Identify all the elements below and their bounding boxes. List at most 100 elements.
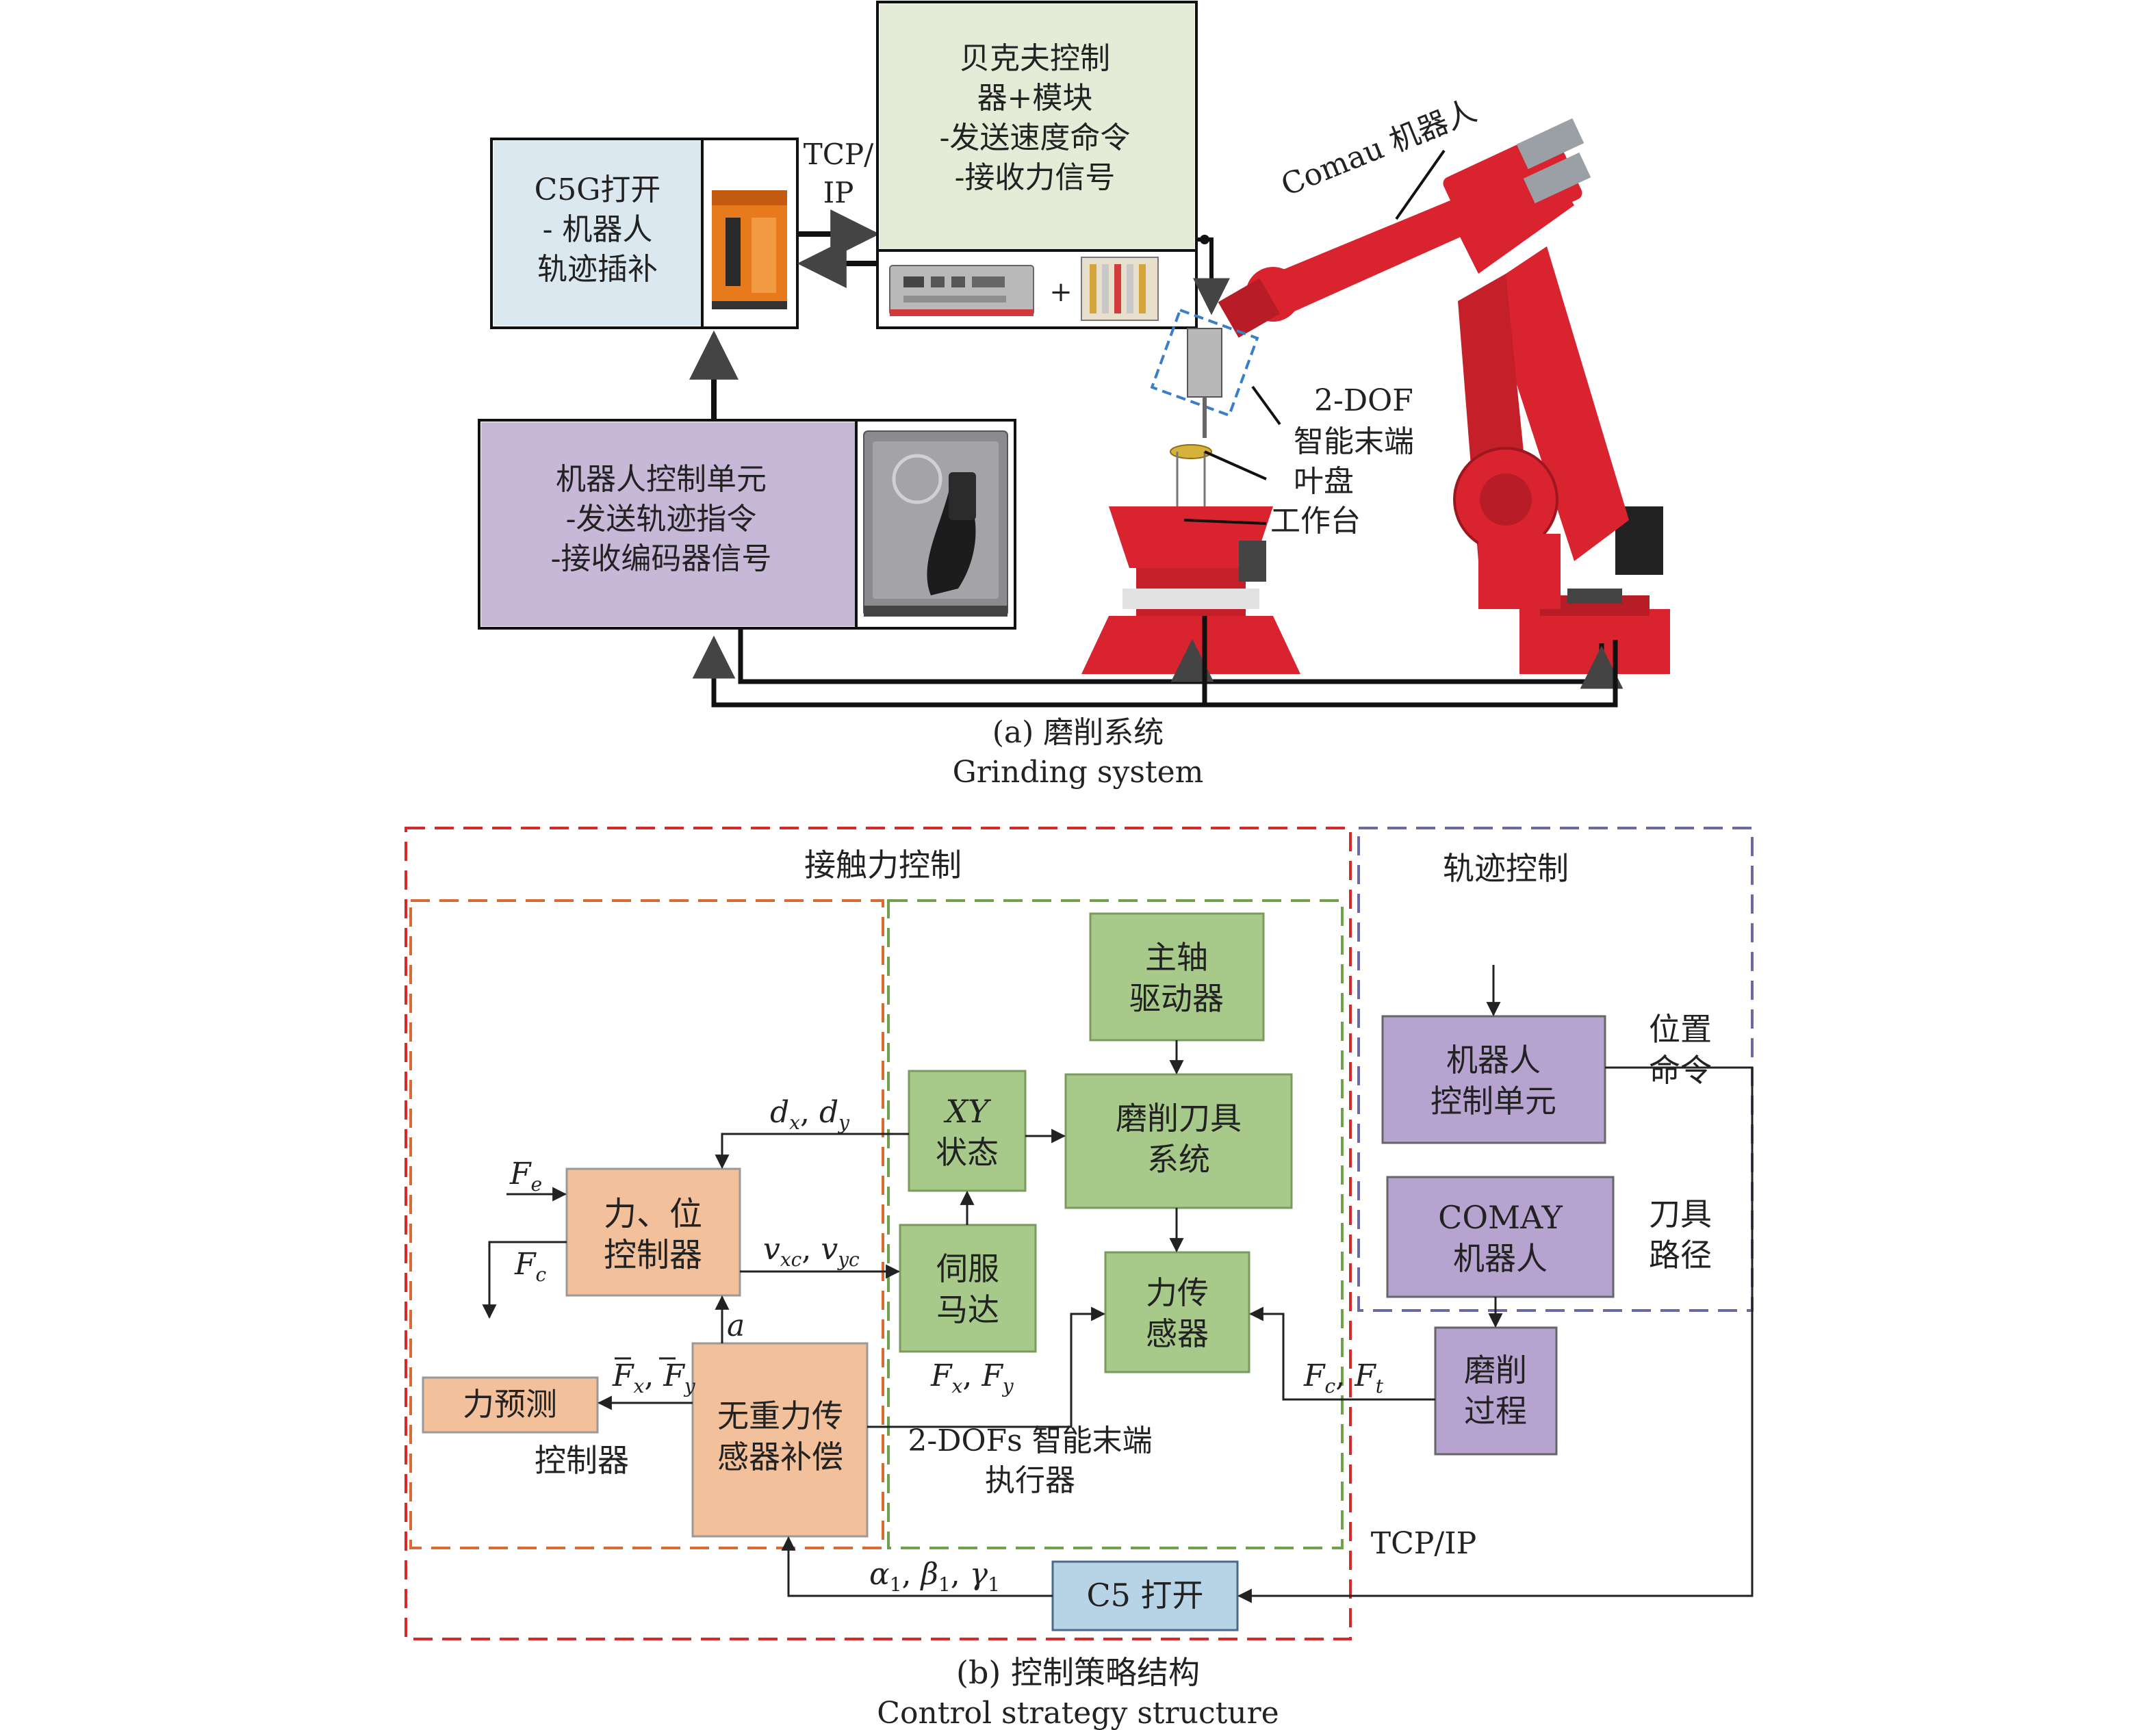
Fx-base: F [930, 1358, 953, 1393]
beckhoff-line-2: 器+模块 [977, 81, 1093, 116]
effector-frame [887, 899, 1344, 1549]
c5-open-block [1051, 1560, 1239, 1631]
end-effector [1150, 308, 1259, 459]
controller-label: 控制器 [535, 1442, 629, 1479]
signal-Fc-Ft: Fc, Ft [1303, 1358, 1384, 1397]
robot-unit-line-2: -发送轨迹指令 [566, 502, 757, 537]
beckhoff-box-fill [880, 4, 1194, 250]
vxcvyc-sep: , [801, 1232, 821, 1267]
position-cmd-line-2: 命令 [1649, 1052, 1712, 1089]
beckhoff-ipc-icon [889, 265, 1034, 316]
signal-Fc-base: F [514, 1247, 537, 1282]
grinding-tool-line-1: 磨削刀具 [1116, 1100, 1242, 1137]
beta-base: β [920, 1557, 938, 1592]
tool-path-line-2: 路径 [1649, 1237, 1712, 1274]
grinding-tool-line-2: 系统 [1147, 1141, 1210, 1178]
grinding-process-line-1: 磨削 [1464, 1352, 1527, 1389]
FcFt-sep: , [1335, 1358, 1355, 1393]
gamma-sub: 1 [988, 1573, 1000, 1596]
part-b: 接触力控制 轨迹控制 力、位 控制器 力预测 控制器 无重力传 感器补偿 XY … [405, 827, 1754, 1730]
controller-frame [409, 899, 884, 1549]
grinding-process-line-2: 过程 [1464, 1393, 1527, 1430]
dx-sub: x [789, 1111, 800, 1134]
xy-state-line-1: XY [943, 1093, 992, 1130]
svg-text:Fx, Fy: Fx, Fy [612, 1358, 696, 1397]
beckhoff-line-3: -发送速度命令 [940, 120, 1131, 155]
servo-block [899, 1224, 1037, 1353]
vxc-base: v [763, 1232, 780, 1267]
signal-alpha-beta-gamma: α1, β1, γ1 [869, 1557, 1000, 1596]
signal-line-2 [692, 616, 1207, 708]
Fx-bar-sub: x [634, 1375, 645, 1397]
servo-line-1: 伺服 [936, 1250, 999, 1287]
effector-line-1: 2-DOFs 智能末端 [908, 1423, 1152, 1458]
part-a: C5G打开 - 机器人 轨迹插补 TCP/ IP 贝克夫控制 器+模块 - [478, 1, 1670, 790]
grinding-process-block [1434, 1326, 1558, 1456]
robot-control-unit-block [1381, 1015, 1606, 1144]
spindle-driver-block [1089, 912, 1265, 1042]
c5g-line-3: 轨迹插补 [537, 252, 658, 287]
robot-unit-b-line-2: 控制单元 [1430, 1083, 1556, 1120]
robot-unit-box: 机器人控制单元 -发送轨迹指令 -接收编码器信号 [478, 419, 1016, 630]
blisk-icon [1170, 444, 1212, 459]
comay-line-1: COMAY [1438, 1199, 1563, 1236]
dy-sub: y [837, 1111, 850, 1134]
effector-line-2: 执行器 [985, 1463, 1075, 1498]
Fc2-base: F [1303, 1358, 1326, 1393]
comay-robot-block [1386, 1176, 1615, 1298]
caption-b-en: Control strategy structure [877, 1696, 1279, 1730]
robot-unit-line-3: -接收编码器信号 [551, 541, 772, 576]
force-sensor-line-2: 感器 [1146, 1315, 1209, 1352]
alpha-base: α [869, 1557, 890, 1592]
signal-Fc-sub: c [536, 1263, 547, 1286]
signal-Fe-sub: e [531, 1173, 543, 1196]
position-cmd-line-1: 位置 [1649, 1011, 1712, 1048]
Fy-bar-sub: y [683, 1375, 696, 1397]
Fy-bar-base: F [663, 1358, 685, 1393]
tcpip-line-2: IP [823, 176, 854, 209]
caption-a-cn: (a) 磨削系统 [992, 715, 1164, 750]
c5g-line-1: C5G打开 [535, 172, 661, 207]
Ft-base: F [1354, 1358, 1376, 1393]
caption-b-cn: (b) 控制策略结构 [956, 1654, 1200, 1691]
abg-sep-1: , [902, 1557, 921, 1592]
compensation-block [691, 1342, 869, 1538]
force-prediction-label: 力预测 [463, 1386, 557, 1423]
force-control-title: 接触力控制 [804, 847, 962, 883]
FxFy-bar-sep: , [644, 1358, 663, 1393]
xy-state-line-2: 状态 [936, 1134, 999, 1171]
signal-Fc: Fc [514, 1247, 547, 1286]
signal-Fe: Fe [509, 1157, 542, 1196]
signal-dx-dy: dx, dy [770, 1095, 850, 1134]
signal-Fx-Fy: Fx, Fy [930, 1358, 1014, 1397]
signal-a: a [727, 1308, 745, 1343]
signal-Fe-base: F [509, 1157, 532, 1191]
vxc-sub: xc [780, 1248, 802, 1271]
force-control-frame [405, 827, 1352, 1640]
Ft-sub: t [1376, 1375, 1384, 1397]
io-module-icon [1081, 257, 1159, 321]
robot-unit-line-1: 机器人控制单元 [556, 462, 767, 497]
comay-line-2: 机器人 [1453, 1240, 1548, 1277]
beckhoff-box: 贝克夫控制 器+模块 -发送速度命令 -接收力信号 + [876, 1, 1198, 329]
robot-leader [1395, 149, 1446, 220]
worktable-label: 工作台 [1270, 504, 1361, 539]
Fc2-sub: c [1325, 1375, 1336, 1397]
FxFy-sep: , [962, 1358, 981, 1393]
force-sensor-block [1104, 1251, 1250, 1373]
compensation-line-2: 感器补偿 [717, 1438, 843, 1475]
force-prediction-block [422, 1376, 599, 1434]
dy-base: d [819, 1095, 838, 1130]
abg-sep-2: , [951, 1557, 970, 1592]
force-position-line-1: 力、位 [604, 1195, 702, 1233]
workbench-icon [1081, 452, 1300, 674]
spindle-line-2: 驱动器 [1129, 980, 1224, 1017]
tcpip-line-1: TCP/ [804, 138, 874, 171]
force-position-controller [565, 1167, 741, 1297]
compensation-line-1: 无重力传 [717, 1397, 843, 1434]
controller-cabinet-icon [712, 190, 787, 309]
c5g-box-fill [493, 141, 702, 326]
robot-unit-b-line-1: 机器人 [1446, 1042, 1541, 1079]
dof-label-2: 智能末端 [1294, 424, 1414, 459]
